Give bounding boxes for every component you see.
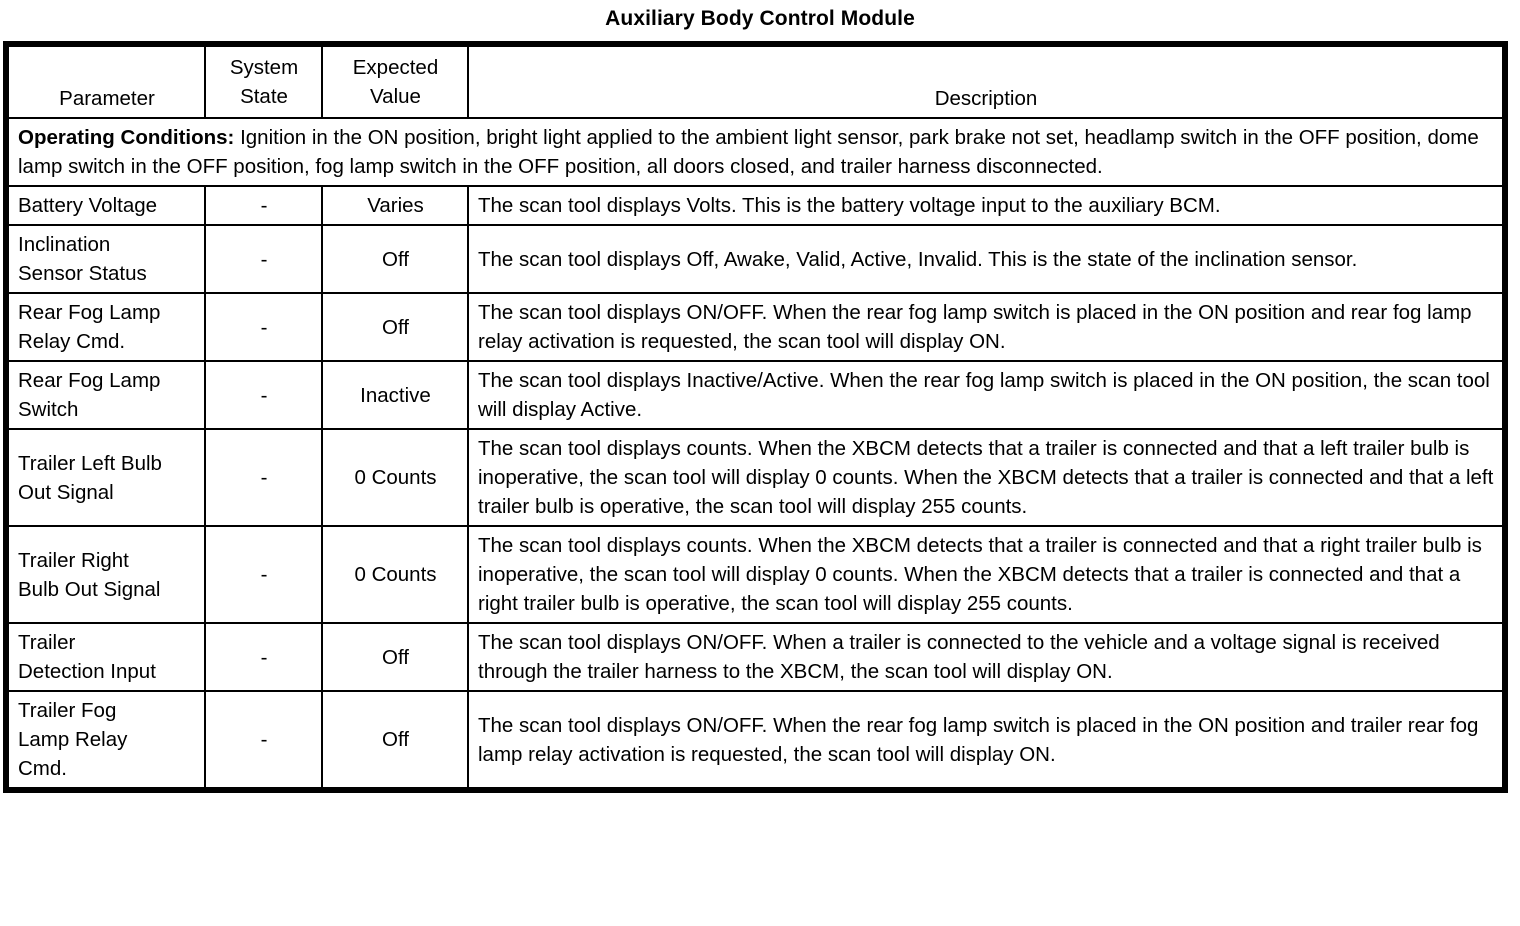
table-row: Battery Voltage - Varies The scan tool d…: [7, 185, 1504, 226]
operating-conditions-row: Operating Conditions: Ignition in the ON…: [7, 117, 1504, 187]
table-row: Trailer Right Bulb Out Signal - 0 Counts…: [7, 525, 1504, 624]
cell-description: The scan tool displays Inactive/Active. …: [467, 360, 1504, 430]
cell-description: The scan tool displays counts. When the …: [467, 525, 1504, 624]
cell-description: The scan tool displays Off, Awake, Valid…: [467, 224, 1504, 294]
cell-expected-value: Off: [321, 622, 469, 692]
cell-system-state: -: [204, 185, 323, 226]
spec-table-container: Parameter System State Expected Value De…: [3, 41, 1508, 793]
cell-expected-value: 0 Counts: [321, 428, 469, 527]
cell-system-state: -: [204, 622, 323, 692]
cell-description: The scan tool displays ON/OFF. When the …: [467, 292, 1504, 362]
cell-system-state: -: [204, 292, 323, 362]
operating-conditions-cell: Operating Conditions: Ignition in the ON…: [7, 117, 1504, 187]
cell-parameter: Battery Voltage: [7, 185, 206, 226]
cell-description: The scan tool displays Volts. This is th…: [467, 185, 1504, 226]
cell-parameter: Rear Fog Lamp Relay Cmd.: [7, 292, 206, 362]
cell-expected-value: Off: [321, 690, 469, 789]
cell-system-state: -: [204, 525, 323, 624]
cell-description: The scan tool displays counts. When the …: [467, 428, 1504, 527]
operating-conditions-label: Operating Conditions:: [18, 126, 235, 149]
cell-system-state: -: [204, 360, 323, 430]
cell-expected-value: Inactive: [321, 360, 469, 430]
cell-parameter: Trailer Left Bulb Out Signal: [7, 428, 206, 527]
cell-parameter: Inclination Sensor Status: [7, 224, 206, 294]
column-header-system-state: System State: [204, 45, 323, 119]
page-title: Auxiliary Body Control Module: [605, 7, 915, 30]
cell-description: The scan tool displays ON/OFF. When a tr…: [467, 622, 1504, 692]
cell-parameter: Trailer Detection Input: [7, 622, 206, 692]
parameter-spec-table: Parameter System State Expected Value De…: [7, 45, 1504, 789]
table-header: Parameter System State Expected Value De…: [7, 45, 1504, 119]
header-row: Parameter System State Expected Value De…: [7, 45, 1504, 119]
cell-parameter: Trailer Right Bulb Out Signal: [7, 525, 206, 624]
table-row: Trailer Left Bulb Out Signal - 0 Counts …: [7, 428, 1504, 527]
cell-system-state: -: [204, 224, 323, 294]
cell-parameter: Rear Fog Lamp Switch: [7, 360, 206, 430]
operating-conditions-text: Ignition in the ON position, bright ligh…: [18, 126, 1479, 178]
cell-parameter: Trailer Fog Lamp Relay Cmd.: [7, 690, 206, 789]
table-row: Rear Fog Lamp Relay Cmd. - Off The scan …: [7, 292, 1504, 362]
table-body: Operating Conditions: Ignition in the ON…: [7, 117, 1504, 789]
cell-system-state: -: [204, 428, 323, 527]
cell-expected-value: Off: [321, 292, 469, 362]
cell-expected-value: Varies: [321, 185, 469, 226]
cell-expected-value: 0 Counts: [321, 525, 469, 624]
cell-description: The scan tool displays ON/OFF. When the …: [467, 690, 1504, 789]
column-header-parameter: Parameter: [7, 45, 206, 119]
column-header-expected-value: Expected Value: [321, 45, 469, 119]
table-row: Inclination Sensor Status - Off The scan…: [7, 224, 1504, 294]
table-row: Rear Fog Lamp Switch - Inactive The scan…: [7, 360, 1504, 430]
cell-expected-value: Off: [321, 224, 469, 294]
cell-system-state: -: [204, 690, 323, 789]
table-row: Trailer Fog Lamp Relay Cmd. - Off The sc…: [7, 690, 1504, 789]
column-header-description: Description: [467, 45, 1504, 119]
table-row: Trailer Detection Input - Off The scan t…: [7, 622, 1504, 692]
